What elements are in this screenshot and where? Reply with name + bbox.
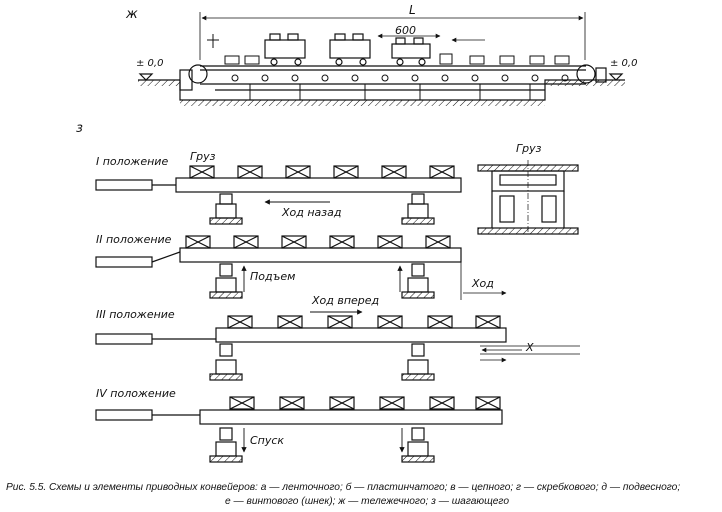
position-4-motion: Спуск — [250, 434, 284, 447]
position-1-motion: Ход назад — [281, 206, 342, 219]
bogie-3 — [391, 37, 431, 66]
position-3: III положение Ход вперед — [95, 294, 580, 381]
position-2-motion: Подъем — [250, 270, 295, 283]
walking-beam — [175, 177, 462, 193]
length-dimension-label: L — [409, 3, 416, 17]
position-3-motion: Ход вперед — [311, 294, 379, 307]
figure-caption: Рис. 5.5. Схемы и элементы приводных кон… — [6, 481, 718, 509]
caption-line-2: е — винтового (шнек); ж — тележечного; з… — [225, 496, 509, 507]
section-cargo-label: Груз — [516, 142, 542, 155]
position-4-label: IV положение — [96, 387, 176, 400]
drive-sprocket — [188, 64, 208, 84]
tension-sprocket — [576, 64, 596, 84]
bogie-2 — [329, 33, 371, 66]
panel-zh-letter: ж — [125, 7, 138, 22]
cargo-label: Груз — [190, 150, 216, 163]
position-2: II положение Подъем Ход — [95, 233, 507, 300]
position-2-label: II положение — [96, 233, 172, 246]
panel-z: з I положение Груз — [76, 121, 580, 463]
position-1-label: I положение — [96, 155, 168, 168]
caption-line-1: Рис. 5.5. Схемы и элементы приводных кон… — [6, 482, 681, 493]
position-3-label: III положение — [96, 308, 175, 321]
pitch-dimension-label: 600 — [395, 24, 416, 37]
cargo-row — [189, 165, 455, 179]
offset-x-label: X — [525, 341, 534, 354]
position-4: IV положение Спуск — [95, 387, 503, 463]
panel-z-letter: з — [76, 121, 83, 136]
position-1: I положение Груз — [95, 150, 462, 225]
cross-section: Груз — [477, 142, 579, 235]
panel-zh: ж L 600 ± 0,0 ± 0,0 — [125, 3, 637, 106]
stroke-label: Ход — [471, 277, 494, 290]
bogie-1 — [264, 33, 306, 66]
level-mark-right: ± 0,0 — [610, 58, 637, 69]
level-mark-left: ± 0,0 — [136, 58, 163, 69]
